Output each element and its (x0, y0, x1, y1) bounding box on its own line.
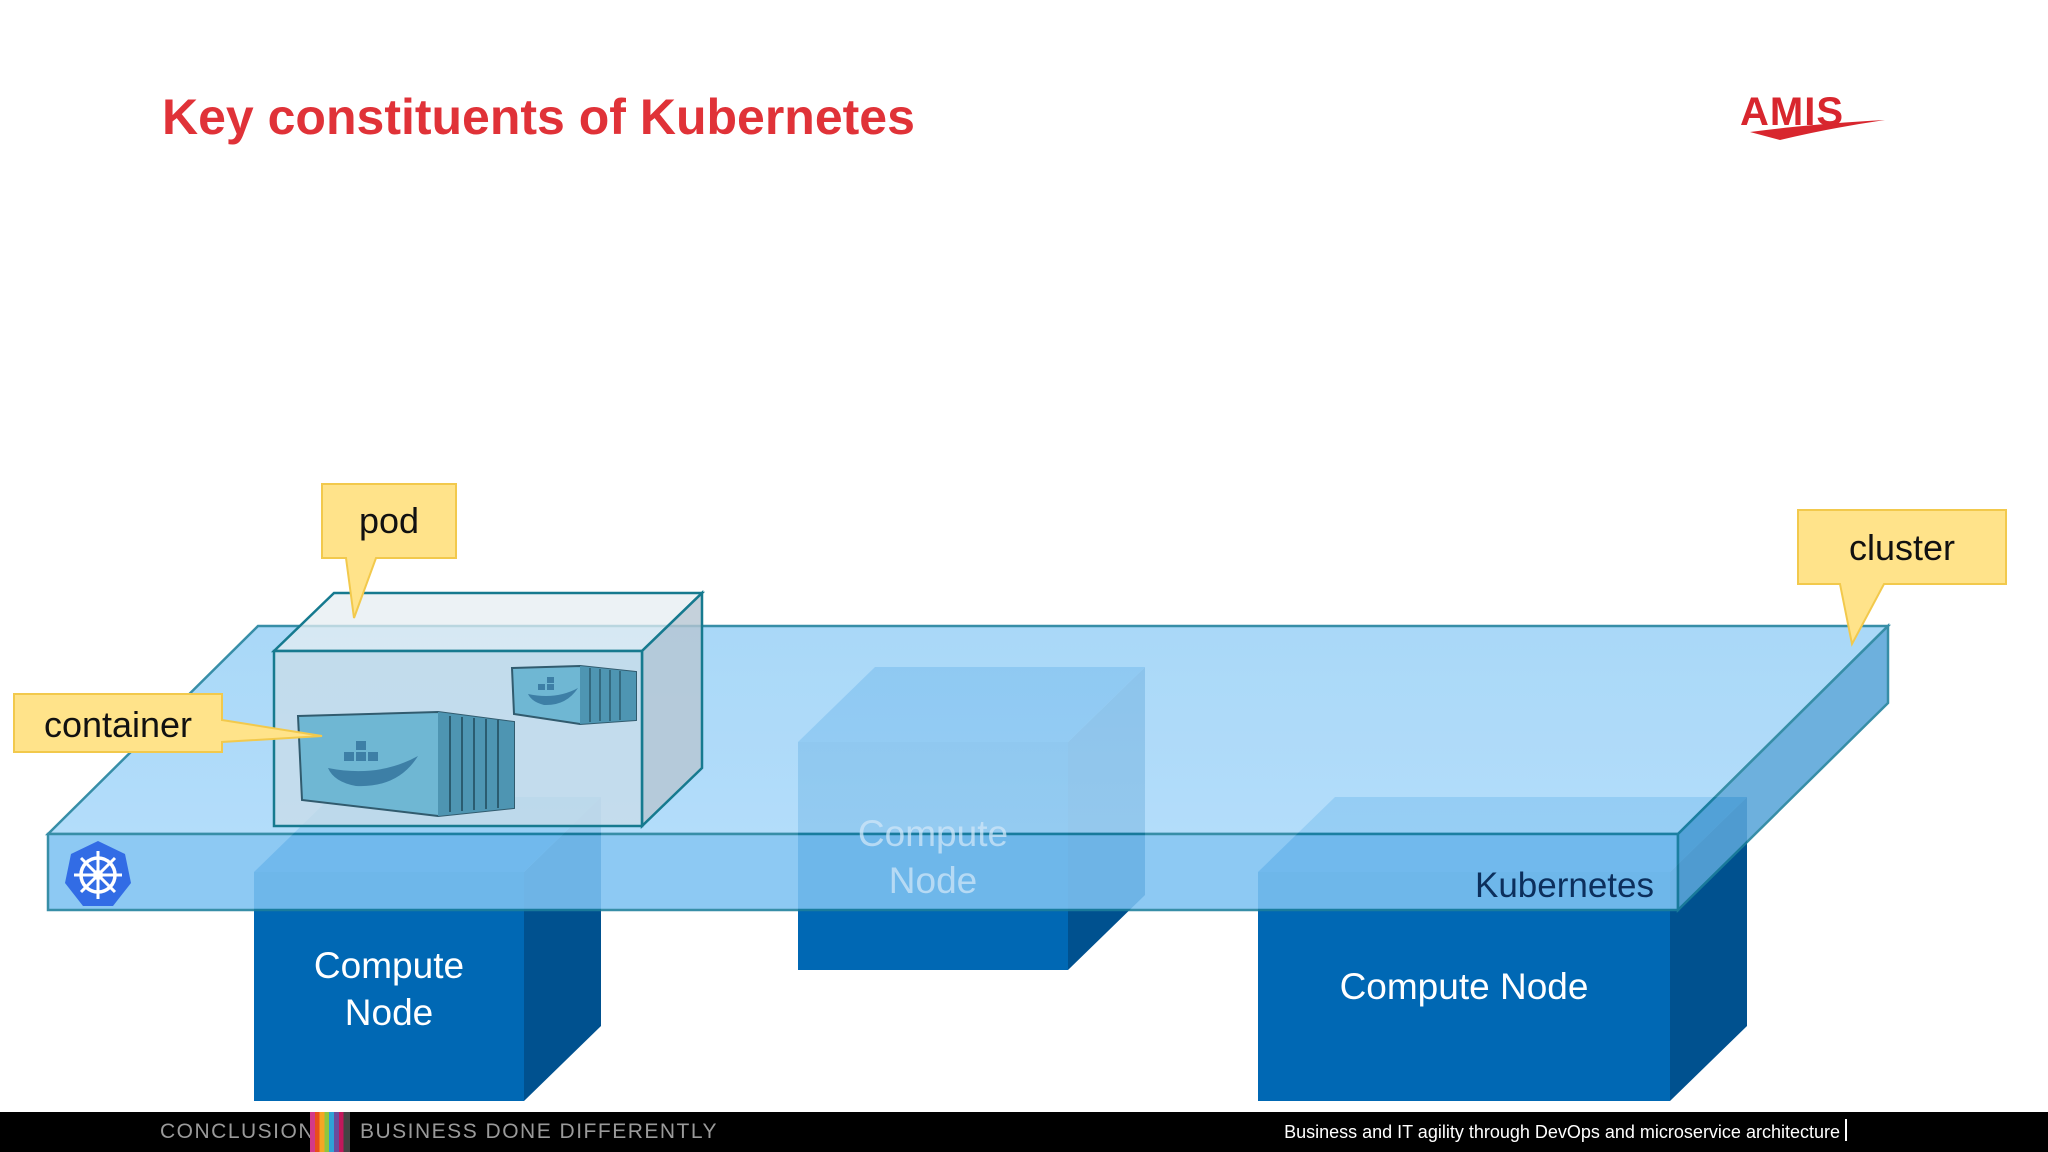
docker-container-large (296, 710, 515, 818)
docker-whale-icon (528, 677, 578, 706)
compute-node-middle-label-2: Node (889, 860, 977, 901)
amis-logo: AMIS (1740, 90, 1890, 150)
callout-pod-label: pod (359, 500, 419, 541)
docker-container-small (510, 664, 637, 726)
compute-node-left-label-2: Node (345, 992, 433, 1033)
callout-cluster-label: cluster (1849, 527, 1955, 568)
logo-swoosh-icon (1750, 120, 1885, 140)
callout-cluster (1797, 509, 2007, 647)
docker-whale-icon (328, 741, 418, 787)
kubernetes-platform-label: Kubernetes (1475, 866, 1654, 905)
kubernetes-wheel-icon (65, 841, 131, 906)
footer-bar: CONCLUSION BUSINESS DONE DIFFERENTLY Bus… (0, 1112, 2048, 1152)
footer-subtitle: Business and IT agility through DevOps a… (1284, 1122, 1840, 1142)
footer-color-stripes (310, 1112, 350, 1152)
footer-divider (1845, 1119, 1847, 1141)
callout-pod (321, 483, 457, 619)
compute-node-middle-label-1: Compute (858, 813, 1008, 854)
slide-title: Key constituents of Kubernetes (162, 89, 915, 145)
footer-tagline: BUSINESS DONE DIFFERENTLY (360, 1120, 718, 1143)
callout-container (13, 693, 323, 753)
compute-node-left-label-1: Compute (314, 945, 464, 986)
compute-node-right-label: Compute Node (1340, 966, 1589, 1007)
footer-section: CONCLUSION (160, 1120, 316, 1143)
callout-container-label: container (44, 704, 192, 745)
